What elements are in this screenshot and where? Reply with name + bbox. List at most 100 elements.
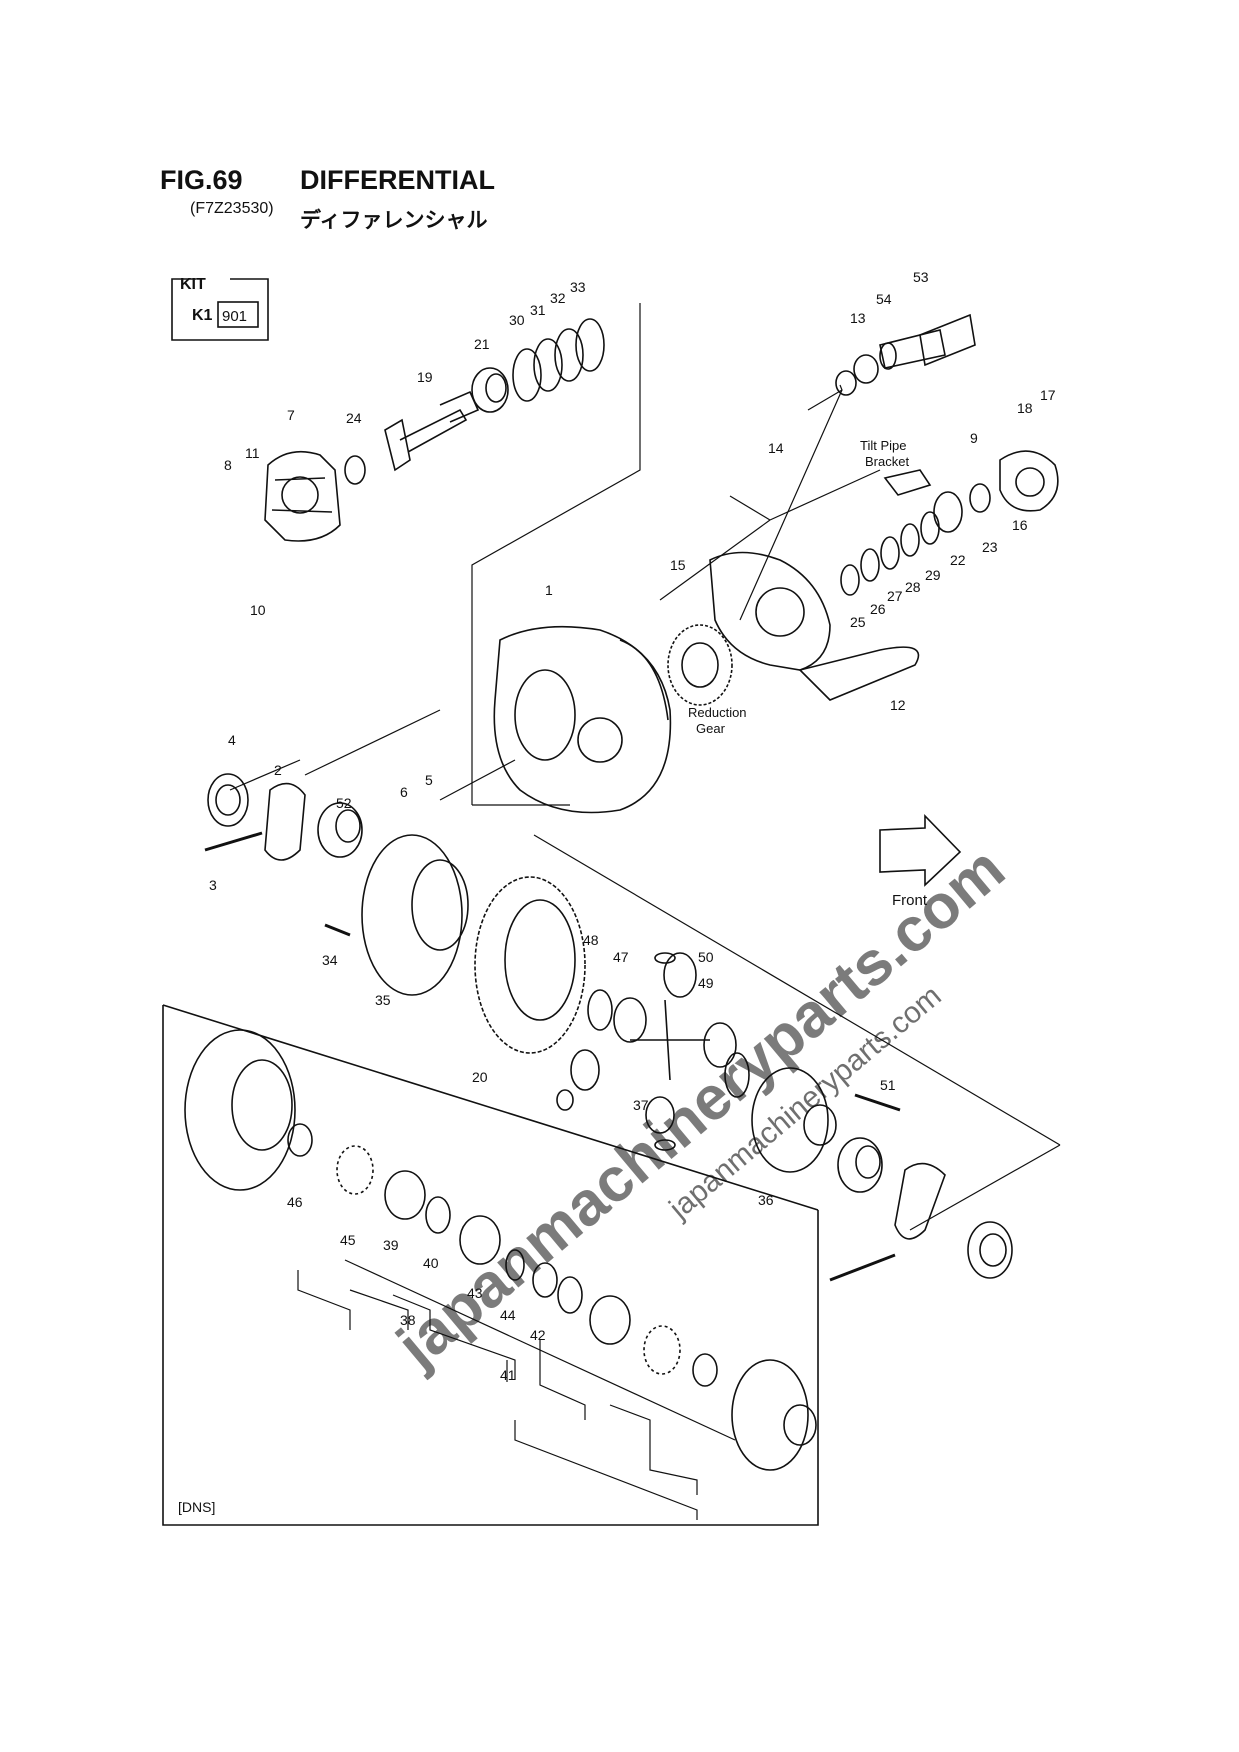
part-dns-46-left bbox=[287, 1123, 313, 1157]
part-dns-39-left bbox=[384, 1170, 426, 1220]
callout-26: 26 bbox=[870, 601, 886, 617]
part-dns-46-right bbox=[692, 1353, 718, 1387]
figure-title: DIFFERENTIAL bbox=[300, 165, 495, 195]
part-dns-43 bbox=[459, 1215, 501, 1265]
part-oil-seal bbox=[344, 455, 366, 485]
dns-variant-box: [DNS] bbox=[162, 1004, 819, 1526]
part-bearing-cap-right bbox=[894, 1162, 946, 1240]
kit-row-label: K1 bbox=[192, 307, 213, 324]
part-dns-spring-right bbox=[643, 1325, 681, 1375]
dns-group-brackets bbox=[297, 1270, 698, 1520]
part-spider-gears bbox=[556, 952, 750, 1151]
part-dns-40-left bbox=[425, 1196, 451, 1234]
callout-6: 6 bbox=[400, 784, 408, 800]
callout-13: 13 bbox=[850, 310, 866, 326]
callout-35: 35 bbox=[375, 992, 391, 1008]
part-ring-gear bbox=[474, 876, 586, 1054]
callout-15: 15 bbox=[670, 557, 686, 573]
callout-52: 52 bbox=[336, 795, 352, 811]
figure-title-jp: ディファレンシャル bbox=[300, 209, 488, 232]
callout-32: 32 bbox=[550, 290, 566, 306]
callout-33: 33 bbox=[570, 279, 586, 295]
part-adjuster-left bbox=[207, 773, 249, 827]
tilt-pipe-label: Tilt Pipe bbox=[860, 438, 906, 453]
callout-45: 45 bbox=[340, 1232, 356, 1248]
callout-50: 50 bbox=[698, 949, 714, 965]
part-side-cover bbox=[999, 450, 1059, 512]
kit-row-value: 901 bbox=[222, 308, 247, 325]
tilt-bracket-label: Bracket bbox=[865, 454, 909, 469]
callout-36: 36 bbox=[758, 1192, 774, 1208]
callout-22: 22 bbox=[950, 552, 966, 568]
figure-code: (F7Z23530) bbox=[190, 200, 274, 217]
callout-43: 43 bbox=[467, 1285, 483, 1301]
callout-2: 2 bbox=[274, 762, 282, 778]
reduction-gear-label: Gear bbox=[696, 721, 726, 736]
callout-51: 51 bbox=[880, 1077, 896, 1093]
callout-9: 9 bbox=[970, 430, 978, 446]
part-bolt-right bbox=[829, 1253, 896, 1282]
part-reduction-gear bbox=[667, 624, 733, 706]
part-dns-42 bbox=[532, 1262, 558, 1298]
callout-31: 31 bbox=[530, 302, 546, 318]
variant-label: [DNS] bbox=[178, 1499, 215, 1515]
callout-54: 54 bbox=[876, 291, 892, 307]
callout-5: 5 bbox=[425, 772, 433, 788]
callout-24: 24 bbox=[346, 410, 362, 426]
callout-17: 17 bbox=[1040, 387, 1056, 403]
front-label: Front bbox=[892, 892, 928, 909]
callout-18: 18 bbox=[1017, 400, 1033, 416]
callout-41: 41 bbox=[500, 1367, 516, 1383]
part-dns-case-left bbox=[184, 1029, 296, 1191]
part-bearing-cap-left bbox=[264, 782, 306, 861]
callout-44: 44 bbox=[500, 1307, 516, 1323]
callout-28: 28 bbox=[905, 579, 921, 595]
callout-47: 47 bbox=[613, 949, 629, 965]
part-tilt-pipe-bracket bbox=[883, 469, 932, 496]
callout-11: 11 bbox=[245, 445, 260, 461]
callout-46: 46 bbox=[287, 1194, 303, 1210]
callout-40: 40 bbox=[423, 1255, 439, 1271]
part-dns-39-right bbox=[589, 1295, 631, 1345]
callout-29: 29 bbox=[925, 567, 941, 583]
callout-3: 3 bbox=[209, 877, 217, 893]
part-shims bbox=[512, 318, 605, 402]
figure-number: FIG.69 bbox=[160, 165, 243, 195]
callout-53: 53 bbox=[913, 269, 929, 285]
callout-19: 19 bbox=[417, 369, 433, 385]
part-cover bbox=[264, 450, 341, 542]
part-dns-spring-left bbox=[336, 1145, 374, 1195]
kit-header: KIT bbox=[180, 276, 206, 293]
part-carrier-housing bbox=[709, 551, 920, 701]
callout-49: 49 bbox=[698, 975, 714, 991]
part-nut-23 bbox=[969, 483, 991, 513]
callout-34: 34 bbox=[322, 952, 338, 968]
part-bearing-52-right bbox=[837, 1137, 883, 1193]
part-bolt-51 bbox=[854, 1093, 901, 1112]
reduction-label: Reduction bbox=[688, 705, 747, 720]
callout-7: 7 bbox=[287, 407, 295, 423]
callout-25: 25 bbox=[850, 614, 866, 630]
callout-38: 38 bbox=[400, 1312, 416, 1328]
callout-21: 21 bbox=[474, 336, 490, 352]
part-rings bbox=[840, 511, 940, 596]
part-bolt-left bbox=[204, 831, 263, 852]
part-dns-44 bbox=[505, 1249, 525, 1281]
callout-1: 1 bbox=[545, 582, 553, 598]
watermark-large: japanmachineryparts.com bbox=[384, 834, 1018, 1381]
part-case-36 bbox=[751, 1067, 837, 1173]
callout-16: 16 bbox=[1012, 517, 1028, 533]
callout-27: 27 bbox=[887, 588, 903, 604]
callout-39: 39 bbox=[383, 1237, 399, 1253]
callout-42: 42 bbox=[530, 1327, 546, 1343]
part-bearing bbox=[471, 367, 509, 413]
leader-lines bbox=[229, 303, 1061, 1441]
callout-14: 14 bbox=[768, 440, 784, 456]
front-arrow-icon bbox=[879, 814, 962, 887]
part-bearing-52-left bbox=[317, 802, 363, 858]
kit-box: KIT K1 901 bbox=[171, 276, 269, 341]
callout-4: 4 bbox=[228, 732, 236, 748]
callout-20: 20 bbox=[472, 1069, 488, 1085]
part-dns-40-right bbox=[557, 1276, 583, 1314]
